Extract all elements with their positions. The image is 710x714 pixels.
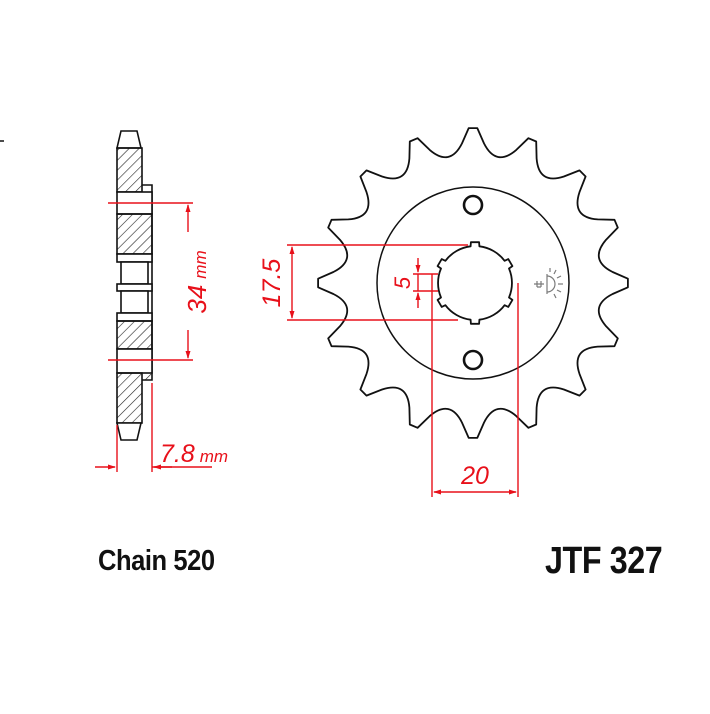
dimension-20-label: 20 [460, 462, 489, 490]
chain-size-caption: Chain 520 [98, 545, 215, 577]
part-number-caption: JTF 327 [545, 540, 663, 582]
spline-hole [436, 241, 514, 325]
front-view [317, 127, 629, 439]
inner-circle [376, 186, 570, 380]
bolt-hole-bottom [462, 349, 484, 371]
jt-sun-logo-icon [534, 268, 563, 299]
dimension-17-5 [287, 244, 468, 321]
dimension-5 [413, 258, 438, 308]
dimension-20 [431, 274, 519, 497]
bolt-hole-top [462, 194, 484, 216]
side-view [115, 130, 153, 441]
dimension-34-label: 34mm [182, 250, 212, 313]
dimension-17-5-label: 17.5 [258, 259, 286, 308]
dimension-5-label: 5 [390, 276, 415, 289]
dimension-7-8mm [95, 383, 212, 472]
dimension-34mm [108, 202, 193, 361]
